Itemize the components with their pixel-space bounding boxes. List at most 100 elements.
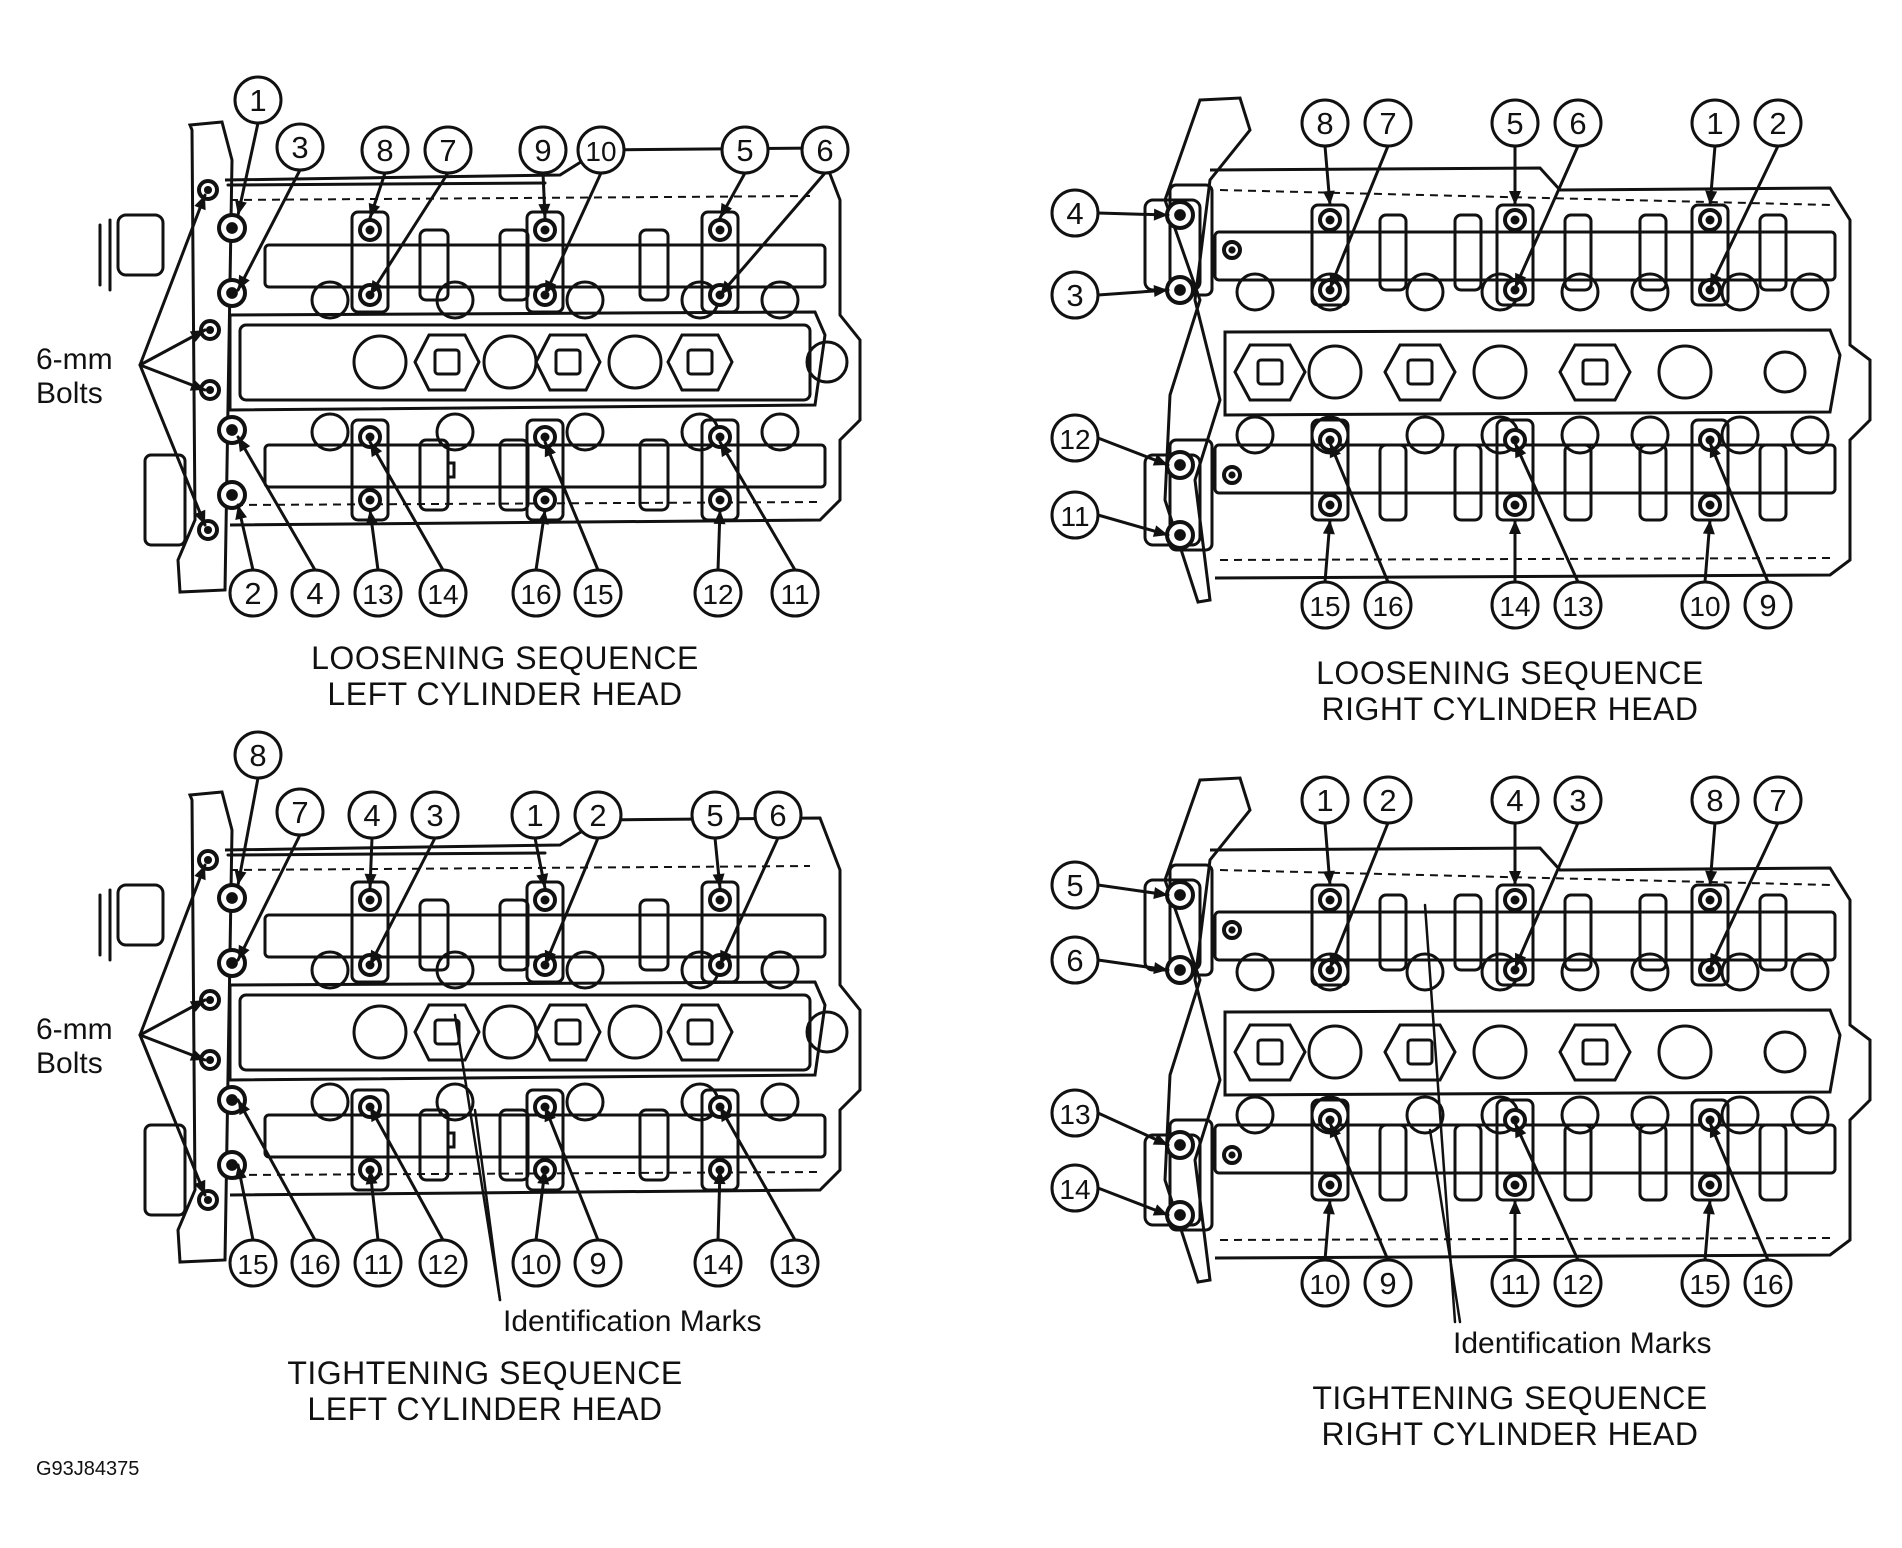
caption-line-2: RIGHT CYLINDER HEAD <box>1321 1416 1699 1452</box>
callout-circle <box>1553 1258 1603 1308</box>
cam-lobe <box>760 280 800 320</box>
arrowhead <box>1152 525 1168 537</box>
callout-circle <box>275 787 325 837</box>
caption-line-2: LEFT CYLINDER HEAD <box>327 676 683 712</box>
caption-line-1: LOOSENING SEQUENCE <box>1316 655 1704 691</box>
outline-line <box>368 1105 445 1242</box>
outline-line <box>138 363 207 527</box>
bolt-center <box>1228 1151 1236 1159</box>
outline-line <box>138 1033 207 1197</box>
cam-lobe-profile <box>418 898 450 972</box>
arrowhead <box>194 865 206 881</box>
callout-circle <box>1050 1163 1100 1213</box>
arrowhead <box>234 870 247 885</box>
callout-circle <box>1050 413 1100 463</box>
callout-number: 3 <box>291 130 308 165</box>
cam-lobe <box>310 1082 350 1122</box>
bolt-center <box>205 995 215 1005</box>
callout-circle <box>1050 490 1100 540</box>
arrowhead <box>238 944 250 960</box>
outline-line <box>236 168 302 292</box>
callout-number: 1 <box>1706 106 1723 141</box>
bolt-center <box>1228 471 1236 479</box>
bolt-center <box>1705 1115 1715 1125</box>
cam-lobe-profile <box>1638 213 1668 292</box>
arrowhead <box>538 203 551 218</box>
callout-number: 13 <box>1059 1099 1090 1130</box>
outline-line <box>1708 1121 1770 1262</box>
callout-number: 12 <box>427 1249 458 1280</box>
callout-number: 10 <box>585 136 616 167</box>
callout-number: 14 <box>427 579 458 610</box>
bolt-center <box>203 855 213 865</box>
cam-lobe <box>1720 1095 1760 1135</box>
callout-number: 7 <box>1379 106 1396 141</box>
callout-circle <box>1363 580 1413 630</box>
cam-lobe <box>1790 1095 1830 1135</box>
callout-number: 1 <box>1316 783 1333 818</box>
callout-circle <box>347 790 397 840</box>
cam-lobe-profile <box>1638 1123 1668 1202</box>
callout-circle <box>1050 270 1100 320</box>
callout-number: 1 <box>249 83 266 118</box>
cam-lobe <box>565 412 605 452</box>
cam-lobe-profile <box>1758 213 1788 292</box>
dowel-hole <box>805 340 849 384</box>
cam-lobe <box>1560 272 1600 312</box>
dowel-hole <box>1763 1030 1807 1074</box>
callout-circle <box>1490 98 1540 148</box>
plug-well <box>607 1004 663 1060</box>
bolt-center <box>365 225 375 235</box>
bolt-center <box>1510 965 1520 975</box>
outline-line <box>543 836 600 967</box>
bolt-center <box>1174 459 1186 471</box>
hex-pad <box>1383 343 1457 402</box>
arrowhead <box>1153 285 1168 297</box>
bolt-center <box>1325 435 1335 445</box>
cam-lobe-profile <box>1758 893 1788 972</box>
arrowhead <box>1322 870 1335 885</box>
arrowhead <box>370 1107 382 1123</box>
callout-number: 16 <box>299 1249 330 1280</box>
callout-number: 9 <box>534 133 551 168</box>
arrowhead <box>713 1170 726 1185</box>
cam-lobe <box>1235 272 1275 312</box>
outline-line <box>473 1108 502 1302</box>
bolt-center <box>1510 435 1520 445</box>
plug-well <box>1657 344 1713 400</box>
plug-well-rail <box>238 323 812 402</box>
cam-lobe-profile <box>418 228 450 302</box>
spark-plug-channel <box>1223 328 1842 417</box>
bolt-center <box>1325 285 1335 295</box>
upper-camshaft <box>1213 230 1837 282</box>
callout-circle <box>753 790 803 840</box>
cam-lobe <box>1235 952 1275 992</box>
plug-well-rail <box>238 993 812 1072</box>
arrowhead <box>1509 1200 1521 1214</box>
callout-circle <box>1490 1258 1540 1308</box>
arrowhead <box>1702 1200 1715 1215</box>
head-edge-dashed <box>229 865 811 871</box>
arrowhead <box>536 510 549 525</box>
outline-line <box>236 121 260 217</box>
plug-well <box>482 334 538 390</box>
arrowhead <box>545 279 557 295</box>
caption-right-loosening: LOOSENING SEQUENCE RIGHT CYLINDER HEAD <box>1250 655 1770 727</box>
callout-number: 15 <box>1689 1269 1720 1300</box>
cam-lobe <box>1720 415 1760 455</box>
spark-plug-channel <box>228 980 827 1082</box>
arrowhead <box>370 442 383 458</box>
cam-lobe-profile <box>638 898 670 972</box>
bolt-center <box>226 892 238 904</box>
arrowhead <box>1709 1123 1721 1139</box>
arrowhead <box>720 442 733 458</box>
arrowhead <box>720 202 733 218</box>
bolts-label-line-1: 6-mm <box>36 343 113 376</box>
callout-circle <box>693 568 743 618</box>
callout-circle <box>1553 98 1603 148</box>
cam-lobe <box>565 1082 605 1122</box>
caption-left-loosening: LOOSENING SEQUENCE LEFT CYLINDER HEAD <box>250 640 760 712</box>
callout-number: 9 <box>1759 588 1776 623</box>
callout-circle <box>353 1238 403 1288</box>
